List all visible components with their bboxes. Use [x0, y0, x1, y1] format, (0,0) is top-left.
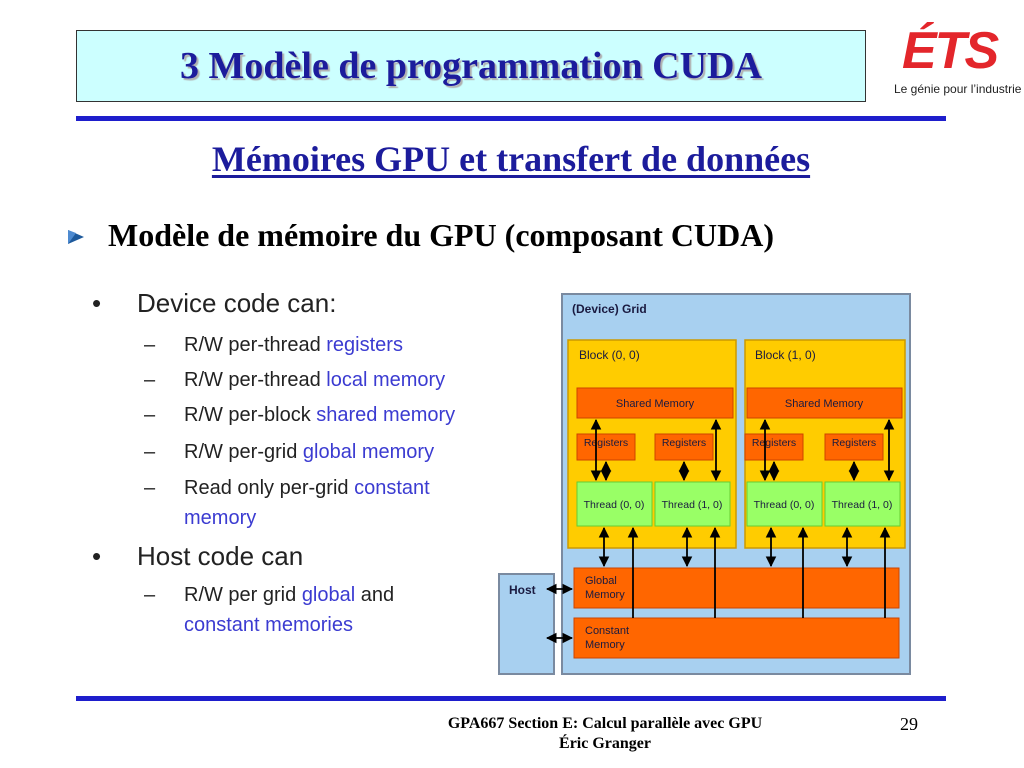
host-box — [498, 573, 555, 675]
cuda-memory-diagram: (Device) Grid Host Block (0, 0) Shared M… — [498, 293, 911, 675]
main-bullet-text: Modèle de mémoire du GPU (composant CUDA… — [108, 217, 774, 253]
footer-course: GPA667 Section E: Calcul parallèle avec … — [447, 715, 763, 732]
list-item-continuation: memory — [184, 507, 257, 529]
constant-memory-label: Constant — [585, 625, 629, 637]
title-box: 3 Modèle de programmation CUDA — [76, 30, 866, 102]
ets-logo: ÉTS Le génie pour l’industrie — [892, 22, 1022, 102]
block-label: Block (0, 0) — [579, 348, 640, 362]
registers-label: Registers — [662, 437, 706, 449]
list-item-continuation: constant memories — [184, 614, 353, 636]
arrow-bullet-icon — [68, 229, 84, 244]
constant-memory — [573, 617, 900, 659]
logo-tagline: Le génie pour l’industrie — [894, 82, 1022, 96]
list-item: –R/W per-block shared memory — [144, 404, 456, 426]
svg-text:Memory: Memory — [585, 639, 625, 651]
list-item: •Device code can: — [92, 288, 337, 318]
thread-label: Thread (1, 0) — [832, 499, 893, 511]
slide-title: 3 Modèle de programmation CUDA — [180, 45, 762, 87]
list-item: –R/W per-thread registers — [144, 334, 403, 356]
slide-subtitle: Mémoires GPU et transfert de données — [211, 139, 811, 179]
footer-author: Éric Granger — [559, 735, 651, 752]
footer-text: GPA667 Section E: Calcul parallèle avec … — [360, 714, 850, 754]
grid-label: (Device) Grid — [572, 302, 647, 316]
thread-label: Thread (0, 0) — [754, 499, 815, 511]
shared-memory-label: Shared Memory — [785, 398, 864, 410]
thread-label: Thread (1, 0) — [662, 499, 723, 511]
list-item: –R/W per grid global and — [144, 584, 395, 606]
list-item: •Host code can — [92, 541, 304, 571]
main-bullet: Modèle de mémoire du GPU (composant CUDA… — [60, 217, 774, 254]
block-0: Block (0, 0) Shared Memory Registers Reg… — [567, 339, 737, 549]
registers-label: Registers — [752, 437, 796, 449]
host-label: Host — [509, 583, 536, 597]
global-memory — [573, 567, 900, 609]
svg-text:Memory: Memory — [585, 589, 625, 601]
data-flow-arrows — [545, 418, 895, 644]
shared-memory-label: Shared Memory — [616, 398, 695, 410]
list-item: –R/W per-thread local memory — [144, 369, 446, 391]
list-item: –Read only per-grid constant — [144, 477, 430, 499]
list-item: –R/W per-grid global memory — [144, 441, 435, 463]
global-memory-label: Global — [585, 575, 617, 587]
header-rule — [76, 116, 946, 121]
page-number: 29 — [900, 714, 918, 734]
block-label: Block (1, 0) — [755, 348, 816, 362]
thread-label: Thread (0, 0) — [584, 499, 645, 511]
registers-label: Registers — [832, 437, 876, 449]
registers-label: Registers — [584, 437, 628, 449]
logo-mark: ÉTS — [902, 22, 999, 80]
footer-rule — [76, 696, 946, 701]
block-1: Block (1, 0) Shared Memory Registers Reg… — [744, 339, 906, 549]
device-heading: Device code can: — [137, 288, 337, 318]
host-heading: Host code can — [137, 541, 304, 571]
